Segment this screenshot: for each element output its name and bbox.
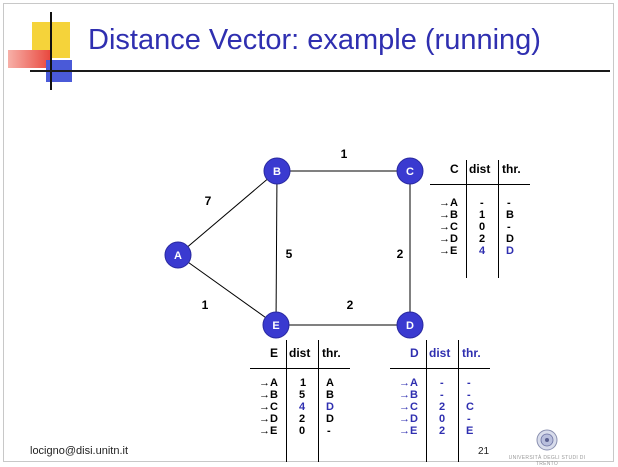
slide-border [3,3,614,462]
table-cell: →C [439,221,458,233]
node-e: E [262,311,290,339]
table-cell: →E [259,425,278,437]
table-cell: 1 [479,209,486,221]
table-divider [390,368,490,369]
table-cell-updated: D [506,245,514,257]
svg-text:E: E [272,320,279,332]
table-cell: →E [399,425,418,437]
table-cell: - [467,413,471,425]
university-caption: UNIVERSITÀ DEGLI STUDI DI TRENTO [508,455,586,467]
routing-table-c: C dist thr. →A - - →B 1 B →C 0 - →D 2 D … [430,160,530,280]
table-divider [426,340,427,462]
table-cell: 0 [439,413,446,425]
table-header-node: C [450,162,459,176]
edge-cost-c-d: 2 [397,247,404,261]
table-cell: - [467,377,471,389]
table-cell: →B [399,389,418,401]
table-cell: 2 [479,233,486,245]
table-cell: - [480,197,484,209]
table-cell-updated: 4 [479,245,486,257]
table-header-node: D [410,346,419,360]
table-cell: →C [399,401,418,413]
table-cell: - [507,221,511,233]
routing-table-e: E dist thr. →A 1 A →B 5 B →C 4 D →D 2 D … [250,340,350,462]
node-a: A [164,241,192,269]
university-seal-icon [536,429,558,451]
deco-red-bar [8,50,52,68]
edge-cost-b-e: 5 [286,247,293,261]
table-cell-updated: D [326,401,334,413]
table-cell: B [506,209,514,221]
table-cell: 2 [299,413,306,425]
table-cell: →D [439,233,458,245]
deco-vertical-line [50,12,52,90]
edge-cost-b-c: 1 [341,147,348,161]
table-cell: →E [439,245,458,257]
edge-b-e [275,170,278,326]
table-divider [458,340,459,462]
table-cell: →B [259,389,278,401]
table-cell: C [466,401,474,413]
table-cell: →A [399,377,418,389]
edge-cost-a-b: 7 [205,194,212,208]
table-cell: →B [439,209,458,221]
edge-cost-e-d: 2 [347,298,354,312]
svg-text:B: B [273,166,281,178]
routing-table-d: D dist thr. →A - - →B - - →C 2 C →D 0 - … [390,340,490,462]
slide-title: Distance Vector: example (running) [88,24,541,56]
table-header-thr: thr. [322,346,341,360]
table-cell: 2 [439,401,446,413]
table-cell: 1 [300,377,307,389]
table-cell-updated: 4 [299,401,306,413]
svg-text:C: C [406,166,414,178]
table-cell: A [326,377,334,389]
svg-text:D: D [406,320,414,332]
edge-a-b [177,170,278,256]
table-cell: E [466,425,474,437]
table-cell: - [440,377,444,389]
table-header-thr: thr. [502,162,521,176]
table-divider [430,184,530,185]
node-b: B [263,157,291,185]
table-cell: 0 [299,425,306,437]
table-cell: →A [259,377,278,389]
node-d: D [396,311,424,339]
svg-text:A: A [174,250,182,262]
table-header-dist: dist [429,346,451,360]
table-cell: 5 [299,389,306,401]
table-divider [498,160,499,278]
table-cell: D [506,233,514,245]
edge-a-e [177,254,277,326]
title-rule [30,70,610,72]
table-header-thr: thr. [462,346,481,360]
table-cell: B [326,389,334,401]
table-header-dist: dist [469,162,491,176]
table-cell: - [507,197,511,209]
footer-email: locigno@disi.unitn.it [30,445,128,457]
table-cell: 0 [479,221,486,233]
table-divider [466,160,467,278]
table-cell: →D [399,413,418,425]
university-logo: UNIVERSITÀ DEGLI STUDI DI TRENTO [508,428,586,467]
table-header-dist: dist [289,346,311,360]
table-header-node: E [270,346,279,360]
table-divider [250,368,350,369]
node-c: C [396,157,424,185]
table-divider [318,340,319,462]
table-cell: - [327,425,331,437]
table-cell: →A [439,197,458,209]
table-divider [286,340,287,462]
table-cell: - [467,389,471,401]
table-cell: D [326,413,334,425]
page-number: 21 [478,446,490,457]
edge-cost-a-e: 1 [202,298,209,312]
table-cell: →D [259,413,278,425]
table-cell: - [440,389,444,401]
table-cell: 2 [439,425,446,437]
table-cell: →C [259,401,278,413]
